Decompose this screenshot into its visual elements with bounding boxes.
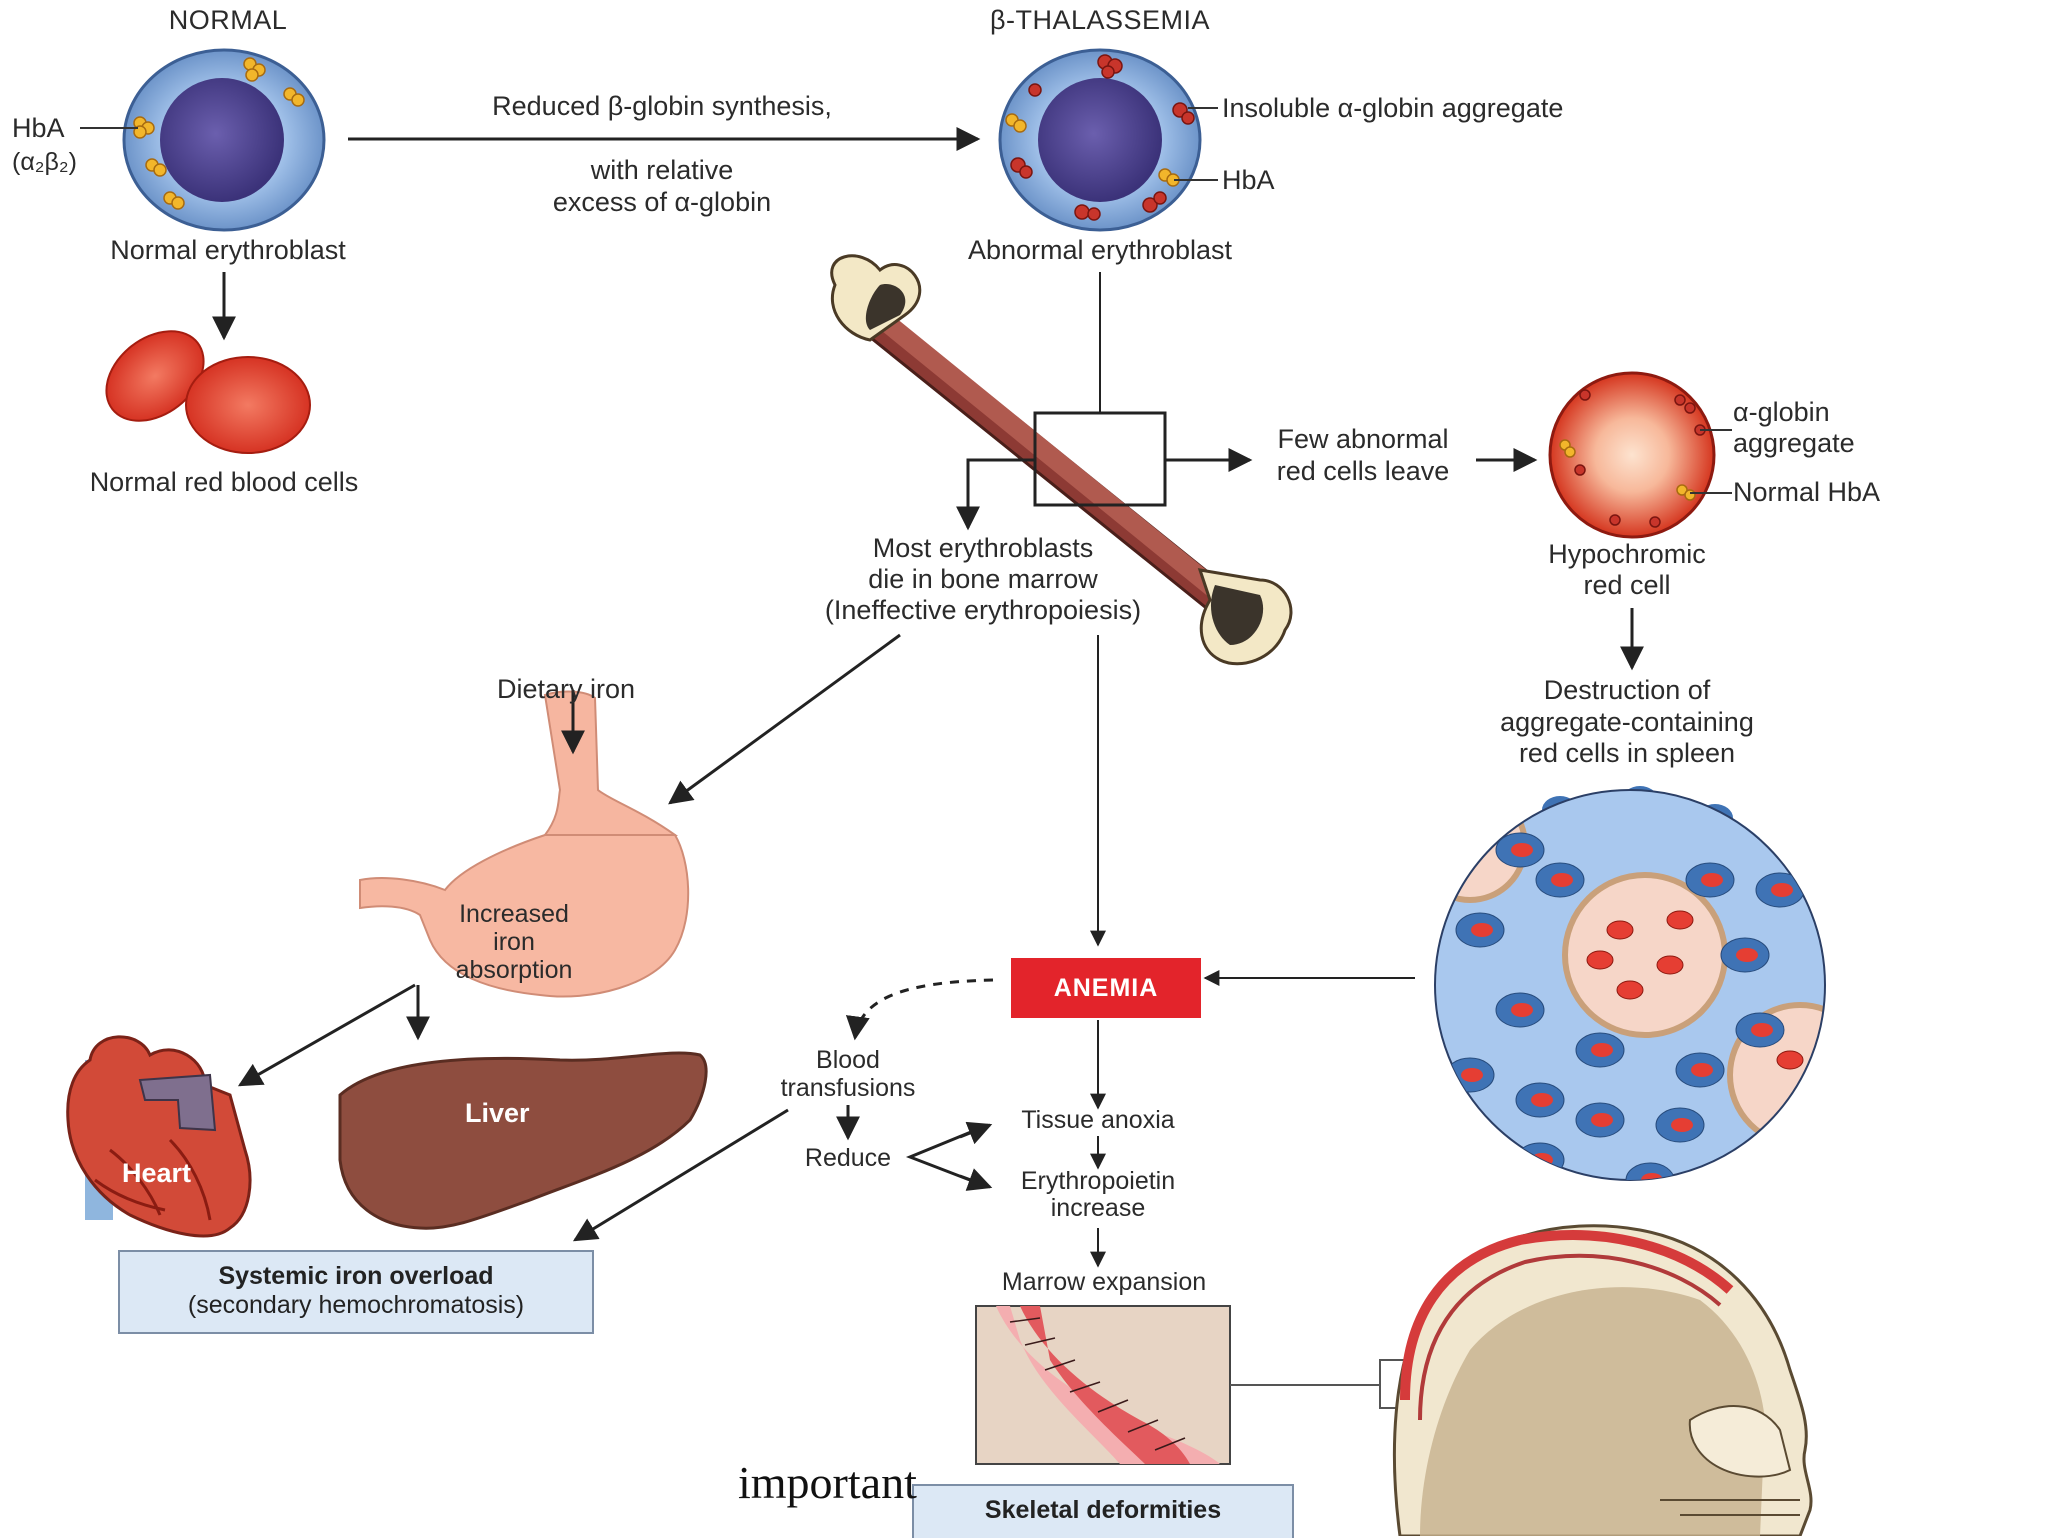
hypo-aggregate-text-1: α-globin — [1733, 397, 1830, 427]
spleen-red-cell — [1691, 1063, 1713, 1077]
anemia-box: ANEMIA — [1011, 958, 1201, 1018]
stomach-illustration — [359, 690, 690, 998]
hypochromic-red-cell — [1548, 371, 1716, 539]
sinus-red-cell — [1616, 980, 1644, 1000]
few-abnormal-text-2: red cells leave — [1276, 456, 1450, 486]
anemia-to-transfusion-dashed — [845, 978, 994, 1041]
hypochromic-caption-1: Hypochromic — [1548, 539, 1706, 569]
absorption-text-2: iron — [493, 928, 535, 956]
tissue-anoxia-label: Tissue anoxia — [1021, 1106, 1175, 1134]
spleen-red-cell — [1471, 923, 1493, 937]
spleen-red-cell — [1531, 1093, 1553, 1107]
marrow-expansion-label: Marrow expansion — [1001, 1268, 1207, 1296]
bone-illustration — [830, 254, 1293, 666]
spleen-macrophage — [1515, 1142, 1565, 1178]
hypo-aggregate-text-2: aggregate — [1733, 428, 1855, 458]
spleen-red-cell — [1736, 948, 1758, 962]
spleen-text-1: Destruction of — [1543, 675, 1711, 705]
epo-text-2: increase — [1050, 1194, 1146, 1222]
transfusion-text-2: transfusions — [780, 1074, 916, 1102]
spleen-red-cell — [1591, 1113, 1613, 1127]
alpha-globin-aggregates — [1010, 54, 1195, 221]
spleen-red-cell — [1591, 1043, 1613, 1057]
most-die-text-2: die in bone marrow — [868, 564, 1098, 594]
dietary-iron-label: Dietary iron — [496, 674, 636, 704]
hypo-normal-hba-text: Normal HbA — [1733, 477, 1881, 507]
process-text-3: excess of α-globin — [552, 187, 772, 217]
normal-header: NORMAL — [168, 5, 288, 35]
abnormal-hba-label: HbA — [1222, 165, 1275, 195]
most-die-text-3: (Ineffective erythropoiesis) — [824, 595, 1142, 625]
to-heart-arrow — [237, 983, 416, 1087]
spleen-red-cell — [1771, 883, 1793, 897]
normal-erythroblast — [122, 48, 326, 232]
overload-title: Systemic iron overload — [218, 1262, 494, 1290]
sinus-red-cell — [1776, 1050, 1804, 1070]
marrow-expansion-inset — [975, 1305, 1231, 1465]
epo-text-1: Erythropoietin — [1020, 1167, 1176, 1195]
spleen-red-cell — [1671, 1118, 1693, 1132]
spleen-red-cell — [1641, 1173, 1663, 1180]
liver-illustration — [338, 1051, 708, 1230]
skeletal-deformities-text: Skeletal deformities — [984, 1496, 1222, 1524]
transfusion-overload-arrow — [572, 1108, 789, 1242]
normal-rbc-caption: Normal red blood cells — [89, 467, 359, 497]
skull-illustration — [1392, 1224, 1813, 1536]
absorption-text-1: Increased — [459, 900, 569, 928]
sinus-red-cell — [1806, 1080, 1825, 1100]
spleen-text-2: aggregate-containing — [1500, 707, 1754, 737]
heart-illustration — [66, 1035, 252, 1238]
hypochromic-caption-2: red cell — [1583, 570, 1671, 600]
most-die-arrow — [956, 458, 1035, 531]
most-die-text-1: Most erythroblasts — [872, 533, 1094, 563]
process-text-2: with relative — [590, 155, 734, 185]
spleen-red-cell — [1511, 1003, 1533, 1017]
spleen-red-cell — [1551, 873, 1573, 887]
spleen-red-cell — [1751, 1023, 1773, 1037]
few-abnormal-text-1: Few abnormal — [1277, 424, 1449, 454]
liver-label: Liver — [465, 1098, 530, 1128]
sinus-red-cell — [1656, 955, 1684, 975]
important-note: important — [738, 1457, 917, 1508]
insoluble-aggregate-label: Insoluble α-globin aggregate — [1222, 93, 1564, 123]
sinus-red-cell — [1666, 910, 1694, 930]
process-text-1: Reduced β-globin synthesis, — [492, 91, 832, 121]
spleen-histology — [1434, 786, 1826, 1181]
reduce-label: Reduce — [804, 1144, 892, 1172]
systemic-iron-overload-box: Systemic iron overload (secondary hemoch… — [118, 1250, 594, 1334]
spleen-text-3: red cells in spleen — [1518, 738, 1736, 768]
absorption-text-3: absorption — [455, 956, 573, 984]
sinus-red-cell — [1606, 920, 1634, 940]
reduce-to-anoxia-arrow — [959, 1121, 993, 1145]
spleen-red-cell — [1461, 1068, 1483, 1082]
sinus-red-cell — [1586, 950, 1614, 970]
sinus-red-cell — [1446, 835, 1474, 855]
spleen-macrophage — [1625, 1162, 1675, 1180]
thalassemia-header: β-THALASSEMIA — [989, 5, 1211, 35]
abnormal-erythroblast — [998, 48, 1202, 232]
overload-subtitle: (secondary hemochromatosis) — [187, 1291, 525, 1319]
reduce-to-epo-arrow — [959, 1168, 993, 1191]
skeletal-deformities-box: Skeletal deformities — [912, 1484, 1294, 1538]
normal-red-blood-cells — [105, 330, 311, 454]
hba-granules — [133, 57, 305, 210]
transfusion-text-1: Blood — [816, 1046, 880, 1074]
heart-label: Heart — [122, 1158, 192, 1188]
spleen-red-cell — [1701, 873, 1723, 887]
normal-hba-label: HbA — [12, 113, 65, 143]
to-iron-absorption-arrow — [668, 633, 901, 805]
abnormal-erythroblast-caption: Abnormal erythroblast — [967, 235, 1233, 265]
normal-erythroblast-caption: Normal erythroblast — [110, 235, 346, 265]
normal-hba-formula: (α₂β₂) — [12, 148, 77, 176]
spleen-red-cell — [1511, 843, 1533, 857]
reduce-fork — [905, 1123, 989, 1189]
